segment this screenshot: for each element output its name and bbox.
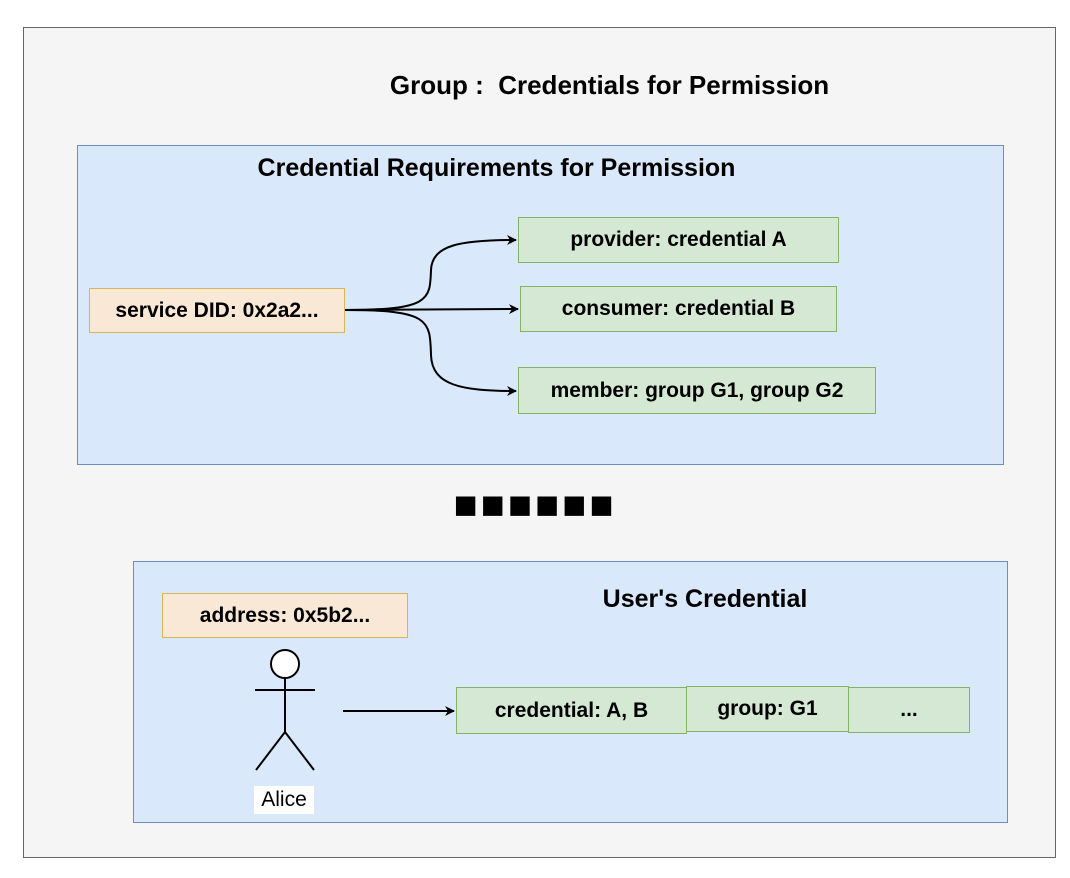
more-box: ...	[848, 687, 970, 733]
user-credential-heading: User's Credential	[602, 584, 808, 613]
provider-box: provider: credential A	[518, 217, 839, 263]
credential-box: credential: A, B	[456, 687, 687, 734]
service-did-box: service DID: 0x2a2...	[89, 288, 345, 333]
stick-figure-icon	[255, 649, 315, 771]
consumer-box: consumer: credential B	[520, 286, 837, 332]
member-box: member: group G1, group G2	[518, 367, 876, 414]
address-box: address: 0x5b2...	[162, 593, 408, 638]
group-box: group: G1	[686, 686, 849, 732]
actor-name-label: Alice	[254, 786, 314, 814]
ellipsis-dots: ■■■■■■	[453, 482, 617, 527]
arrow-to-provider	[344, 235, 517, 311]
diagram-title: Group : Credentials for Permission	[389, 69, 830, 100]
requirements-heading: Credential Requirements for Permission	[257, 153, 736, 182]
arrow-to-member	[344, 309, 517, 396]
